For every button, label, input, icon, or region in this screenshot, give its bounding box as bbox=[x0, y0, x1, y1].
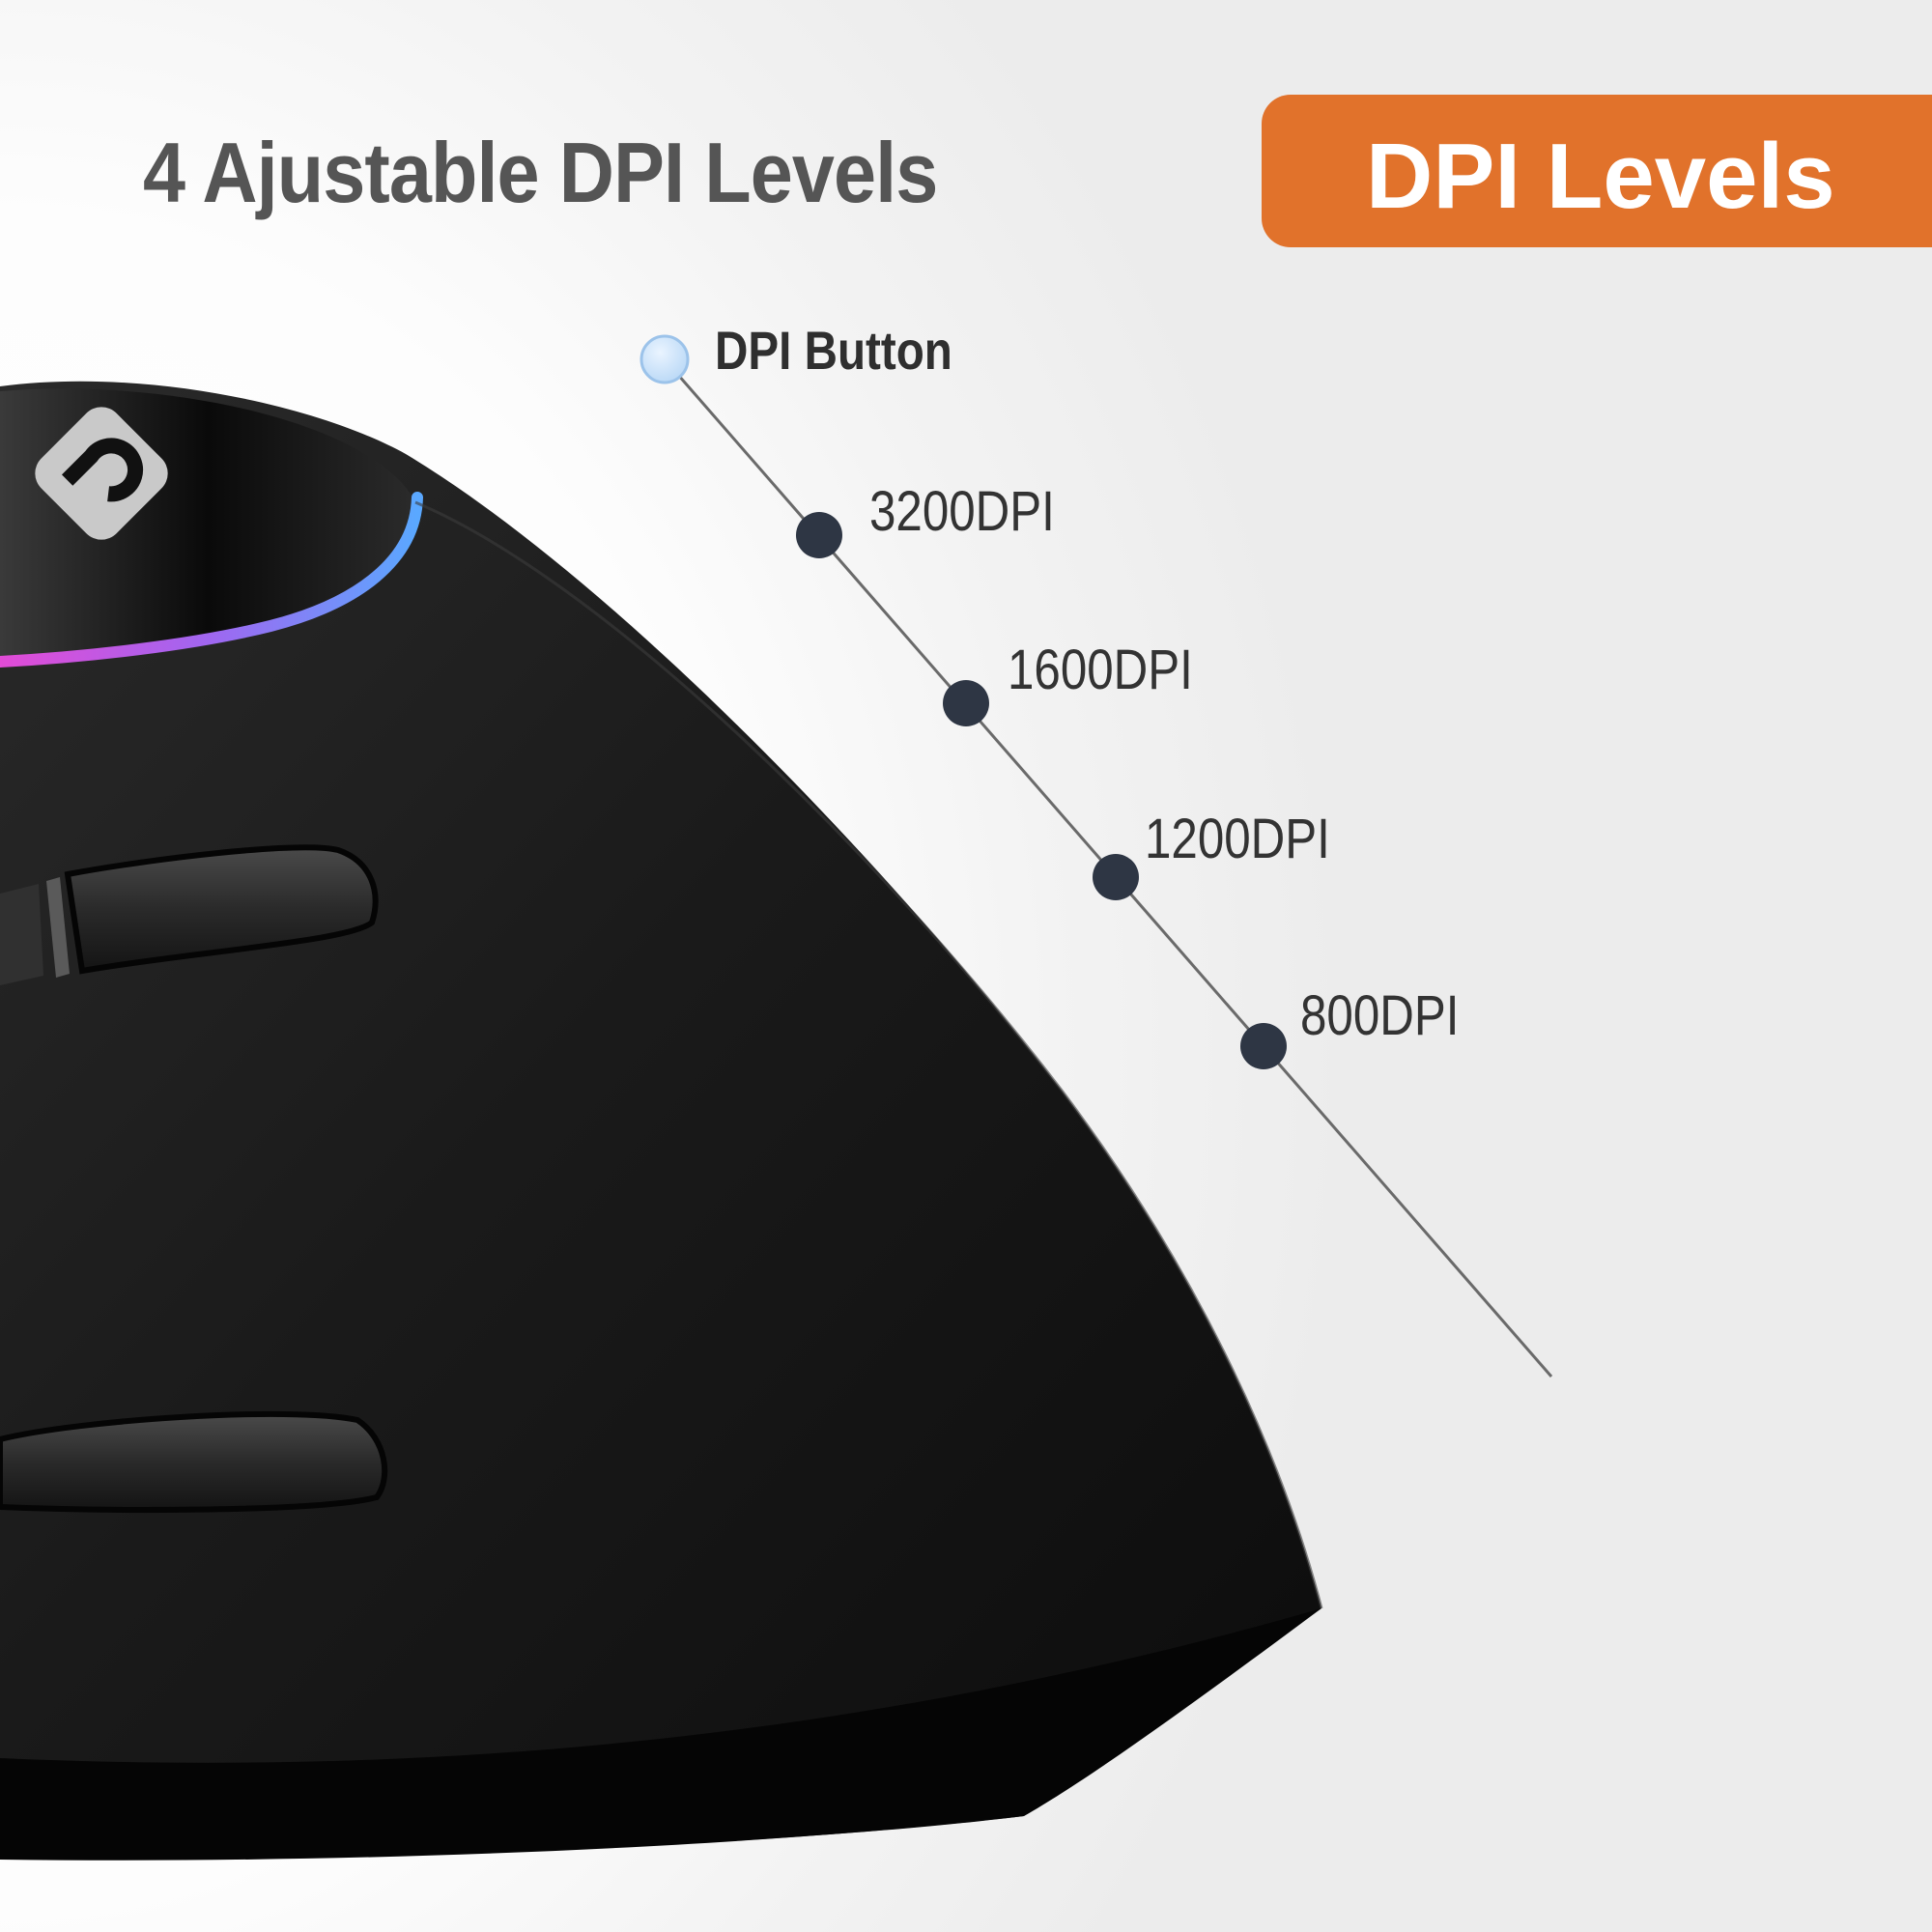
dpi-level-label-800: 800DPI bbox=[1300, 984, 1460, 1047]
dpi-level-marker-1600 bbox=[943, 680, 989, 726]
dpi-level-label-3200: 3200DPI bbox=[869, 480, 1055, 543]
headline: 4 Ajustable DPI Levels bbox=[143, 125, 938, 220]
dpi-level-marker-3200 bbox=[796, 512, 842, 558]
dpi-level-label-1200: 1200DPI bbox=[1145, 808, 1330, 870]
brand-logo-icon bbox=[35, 407, 168, 540]
dpi-level-marker-1200 bbox=[1093, 854, 1139, 900]
dpi-button-label: DPI Button bbox=[715, 320, 952, 381]
dpi-level-label-1600: 1600DPI bbox=[1008, 639, 1193, 701]
dpi-level-marker-800 bbox=[1240, 1023, 1287, 1069]
dpi-levels-badge: DPI Levels bbox=[1262, 95, 1932, 247]
dpi-button-marker bbox=[639, 334, 690, 384]
badge-label: DPI Levels bbox=[1366, 125, 1835, 228]
